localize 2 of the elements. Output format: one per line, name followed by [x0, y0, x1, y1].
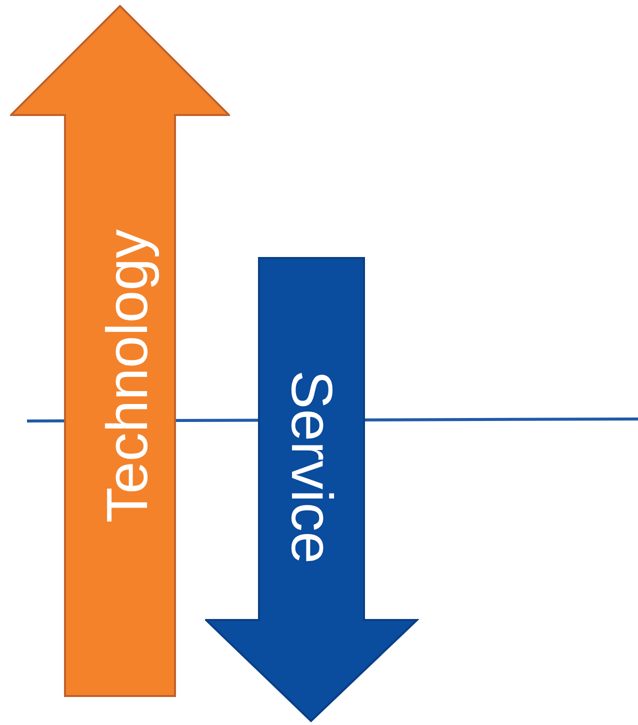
arrow-label: Technology [99, 229, 157, 523]
arrow-label: Service [282, 370, 340, 564]
